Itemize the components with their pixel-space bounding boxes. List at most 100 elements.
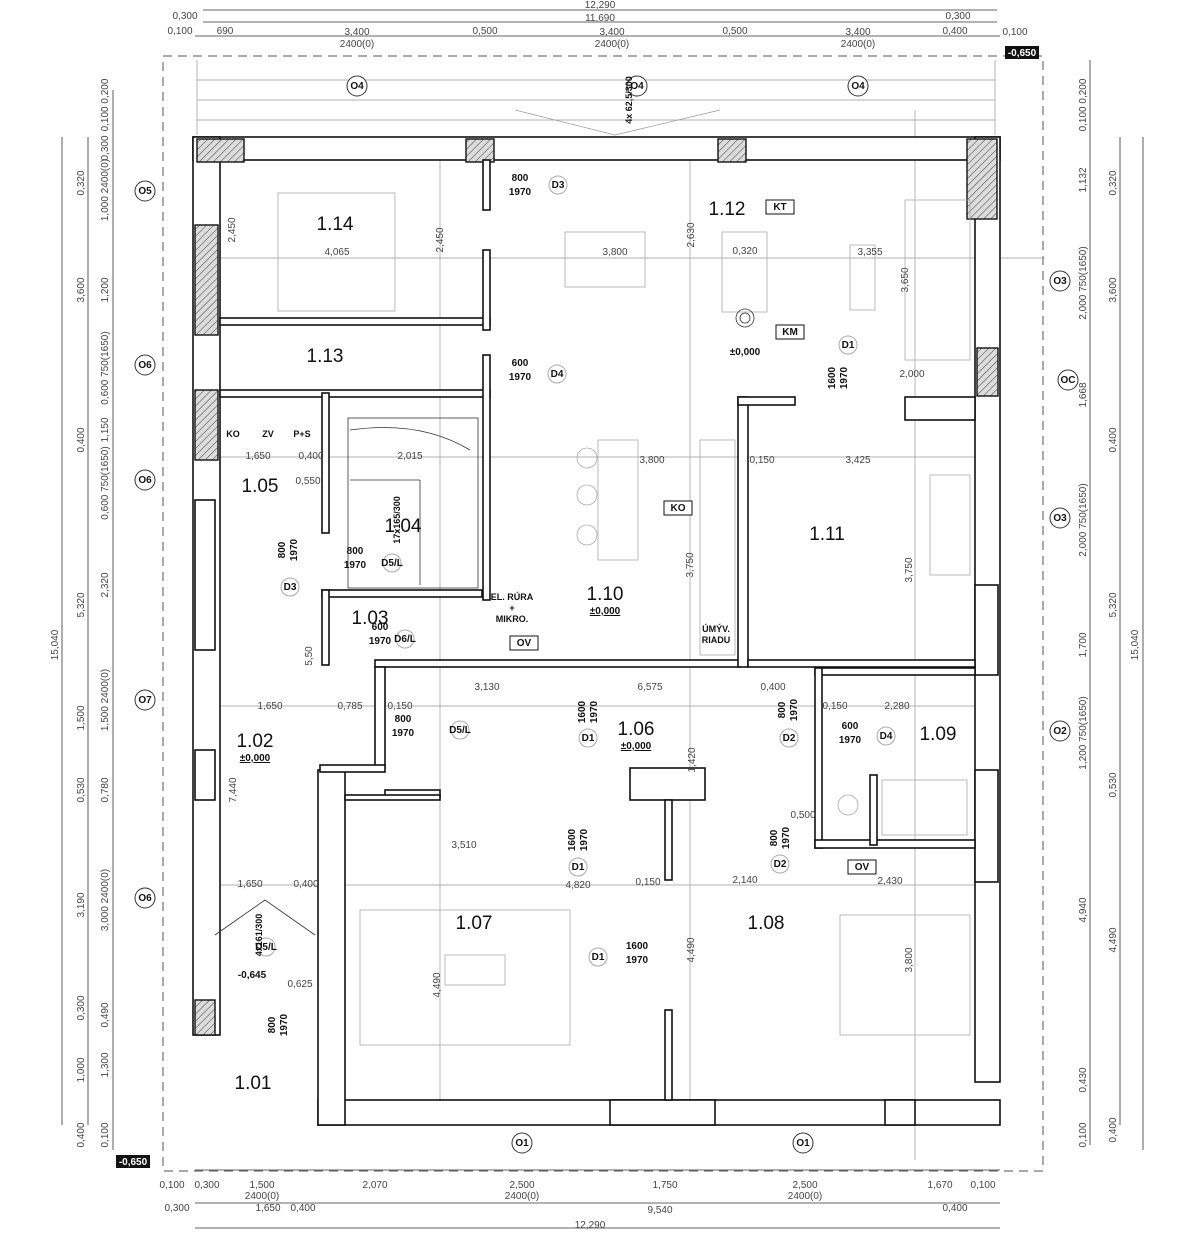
- window-marker-circle: [1049, 507, 1071, 529]
- sofa-107: [359, 909, 571, 1046]
- dim-right: 4,490: [1108, 927, 1119, 952]
- dim-inner: 3,425: [845, 455, 870, 466]
- bed-108: [839, 914, 971, 1036]
- door-tag-circle: [382, 553, 402, 573]
- door-height: 1970: [589, 700, 600, 723]
- room-number-1.05: 1.05: [242, 476, 279, 497]
- door-tag-circle: [395, 629, 415, 649]
- label-km: KM: [782, 327, 798, 338]
- dim-left: 0,300: [76, 995, 87, 1020]
- dim-bottom: 1,750: [652, 1180, 677, 1191]
- dim-right: 0,400: [1108, 1117, 1119, 1142]
- dim-inner: 7,440: [228, 777, 239, 802]
- chimney-km: [735, 308, 755, 328]
- door-tag: D3: [552, 180, 565, 191]
- door-tag: D5/L: [449, 725, 471, 736]
- dim-inner: 4,065: [324, 247, 349, 258]
- dim-bottom: 2400(0): [245, 1191, 279, 1202]
- dim-inner: 2,015: [397, 451, 422, 462]
- window-tag-O3: O3: [1053, 513, 1067, 524]
- door-tag-circle: [280, 577, 300, 597]
- label-um2: RIADU: [702, 635, 731, 645]
- door-width: 600: [372, 622, 389, 633]
- dim-top: 3,400: [599, 27, 624, 38]
- room-number-1.04: 1.04: [385, 516, 422, 537]
- dim-bottom: 0,300: [194, 1180, 219, 1191]
- dim-inner: 1,650: [237, 879, 262, 890]
- dim-inner: 5,50: [304, 646, 315, 666]
- dim-top: 0,500: [472, 26, 497, 37]
- room-level: ±0,000: [590, 606, 621, 617]
- dim-bottom: 0,100: [159, 1180, 184, 1191]
- room-number-1.02: 1.02: [237, 731, 274, 752]
- door-width: 600: [842, 721, 859, 732]
- door-width: 1600: [577, 700, 588, 723]
- dim-left: 1,500 2400(0): [100, 669, 111, 731]
- door-tag-circle: [568, 857, 588, 877]
- label-ov1: OV: [517, 638, 532, 649]
- level-kitchen: ±0,000: [730, 347, 761, 358]
- dim-right: 1,668: [1078, 382, 1089, 407]
- door-height: 1970: [289, 538, 300, 561]
- dim-left: 1,200: [100, 277, 111, 302]
- window-tag-OC: OC: [1061, 375, 1076, 386]
- label-top_stair: 4x 62,5/300: [624, 76, 634, 124]
- dim-left: 0,100 0,200: [100, 78, 111, 131]
- door-tag-circle: [256, 937, 276, 957]
- dim-left: 0,300: [100, 135, 111, 160]
- dim-inner: 2,450: [435, 227, 446, 252]
- dim-left: 0,320: [76, 170, 87, 195]
- window-marker-circle: [134, 469, 156, 491]
- dim-inner: 0,150: [635, 877, 660, 888]
- window-tag-O4: O4: [630, 81, 644, 92]
- dim-left: 0,400: [76, 1122, 87, 1147]
- label-kt-box: [765, 199, 795, 215]
- door-width: 800: [512, 173, 529, 184]
- dim-right: 4,940: [1078, 897, 1089, 922]
- dim-inner: 0,785: [337, 701, 362, 712]
- bathtub: [881, 779, 968, 836]
- door-tag: D6/L: [394, 634, 416, 645]
- dim-left: 1,000 2400(0): [100, 159, 111, 221]
- door-width: 800: [777, 701, 788, 718]
- dim-bottom: 2400(0): [505, 1191, 539, 1202]
- door-width: 1600: [827, 366, 838, 389]
- dim-top: 2400(0): [841, 39, 875, 50]
- dim-inner: 0,550: [295, 476, 320, 487]
- dim-inner: 1,650: [257, 701, 282, 712]
- dim-right: 1,132: [1078, 167, 1089, 192]
- kitchen-island: [597, 439, 639, 561]
- dim-inner: 3,650: [900, 267, 911, 292]
- dim-right: 0,530: [1108, 772, 1119, 797]
- window-tag-O5: O5: [138, 186, 152, 197]
- dim-left: 0,530: [76, 777, 87, 802]
- bed-114: [277, 192, 396, 312]
- dim-left: 1,300: [100, 1052, 111, 1077]
- dim-left: 3,000 2400(0): [100, 869, 111, 931]
- dim-inner: 3,130: [474, 682, 499, 693]
- window-tag-O4: O4: [350, 81, 364, 92]
- dim-top: 3,400: [845, 27, 870, 38]
- door-width: 800: [395, 714, 412, 725]
- dim-right: 1,200 750(1650): [1078, 696, 1089, 769]
- label-kt: KT: [773, 202, 786, 213]
- dim-left: 0,780: [100, 777, 111, 802]
- window-marker-circle: [1057, 369, 1079, 391]
- desk-111: [929, 474, 971, 576]
- dim-left: 3,190: [76, 892, 87, 917]
- level-mark: -0,650: [119, 1157, 148, 1168]
- dim-left: 5,320: [76, 592, 87, 617]
- door-height: 1970: [344, 560, 367, 571]
- door-height: 1970: [839, 366, 850, 389]
- dim-right: 1,700: [1078, 632, 1089, 657]
- dim-inner: 6,575: [637, 682, 662, 693]
- window-marker-circle: [134, 887, 156, 909]
- label-ko2: KO: [671, 503, 686, 514]
- window-tag-O7: O7: [138, 695, 152, 706]
- door-tag: D5/L: [381, 558, 403, 569]
- label-el2: +: [509, 603, 514, 613]
- window-tag-O3: O3: [1053, 276, 1067, 287]
- dim-bottom: 1,670: [927, 1180, 952, 1191]
- dim-inner: 4,820: [565, 880, 590, 891]
- door-tag-circle: [588, 947, 608, 967]
